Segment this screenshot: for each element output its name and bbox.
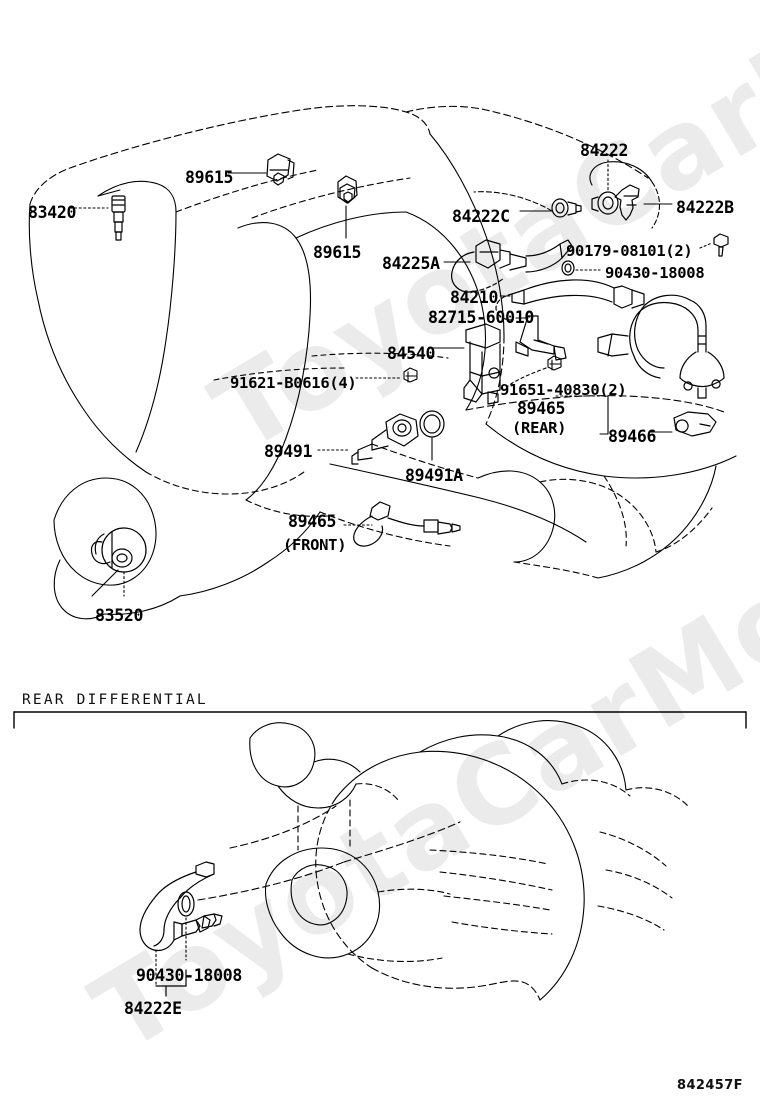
part-label-91621-b0616: 91621-B0616(4) bbox=[230, 374, 357, 392]
part-label-84222e: 84222E bbox=[124, 999, 182, 1018]
part-label-84222b: 84222B bbox=[676, 198, 734, 217]
part-label-89465-front: 89465 bbox=[288, 512, 337, 531]
part-label-90179-08101: 90179-08101(2) bbox=[566, 242, 693, 260]
part-label-83420: 83420 bbox=[28, 203, 77, 222]
part-label-89491a: 89491A bbox=[405, 466, 463, 485]
section-header-rear-differential: REAR DIFFERENTIAL bbox=[22, 692, 208, 708]
part-label-84540: 84540 bbox=[387, 344, 436, 363]
diagram-code: 842457F bbox=[677, 1078, 743, 1093]
part-label-89465-rear-note: (REAR) bbox=[512, 419, 567, 437]
part-label-89465-front-note: (FRONT) bbox=[283, 536, 347, 554]
part-label-84225a: 84225A bbox=[382, 254, 440, 273]
part-label-90430-18008-upper: 90430-18008 bbox=[605, 264, 705, 282]
part-label-83520: 83520 bbox=[95, 606, 144, 625]
part-label-89491: 89491 bbox=[264, 442, 313, 461]
part-label-91651-40830: 91651-40830(2) bbox=[500, 381, 627, 399]
part-label-82715-60010: 82715-60010 bbox=[428, 308, 534, 327]
part-label-84222: 84222 bbox=[580, 141, 629, 160]
part-label-89465-rear: 89465 bbox=[517, 399, 566, 418]
part-label-89615-top: 89615 bbox=[185, 168, 234, 187]
part-label-84210: 84210 bbox=[450, 288, 499, 307]
part-label-90430-18008-lower: 90430-18008 bbox=[136, 966, 242, 985]
part-label-89466: 89466 bbox=[608, 427, 657, 446]
part-label-89615-mid: 89615 bbox=[313, 243, 362, 262]
part-label-84222c: 84222C bbox=[452, 207, 510, 226]
